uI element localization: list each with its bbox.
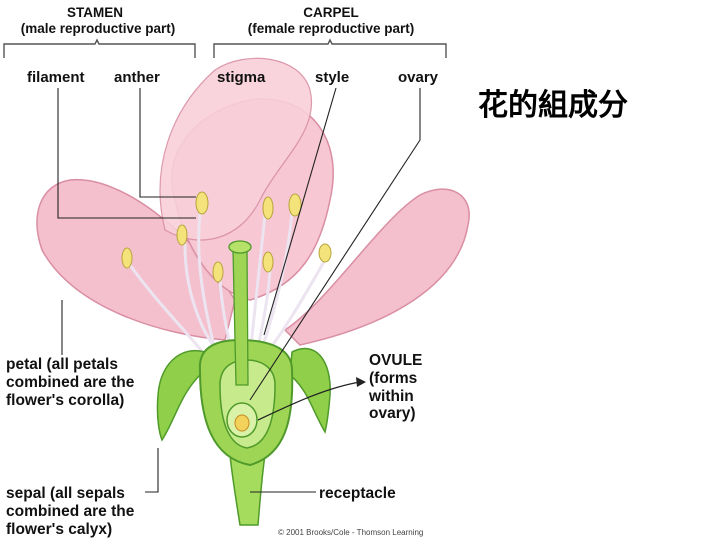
style [232, 249, 249, 386]
ovule-core [234, 414, 250, 432]
sepal-left [156, 349, 206, 442]
label-sepal: sepal (all sepals combined are the flowe… [6, 485, 135, 538]
label-filament: filament [27, 69, 85, 86]
carpel-heading: CARPEL [303, 5, 359, 20]
label-receptacle: receptacle [319, 485, 396, 502]
label-ovary: ovary [398, 69, 439, 86]
ovule-pointer [257, 381, 361, 421]
sepal-right [289, 347, 331, 434]
page-title: 花的組成分 [478, 88, 628, 123]
label-petal: petal (all petals combined are the flowe… [6, 356, 135, 409]
anthers [121, 191, 332, 283]
carpel-bracket [213, 38, 447, 58]
label-ovule: OVULE (forms within ovary) [369, 352, 423, 423]
ovule-arrowhead [356, 377, 366, 387]
label-anther: anther [114, 69, 160, 86]
stamen-heading: STAMEN [67, 5, 123, 20]
stigma [228, 240, 252, 254]
leader-lines [57, 87, 421, 493]
stamen-description: (male reproductive part) [20, 21, 176, 36]
copyright-credit: © 2001 Brooks/Cole - Thomson Learning [278, 528, 424, 537]
carpel-description: (female reproductive part) [247, 21, 415, 36]
receptacle [229, 454, 266, 526]
label-stigma: stigma [217, 69, 266, 86]
stamen-bracket [3, 38, 196, 58]
label-style: style [315, 69, 350, 86]
petal-right [283, 188, 470, 346]
